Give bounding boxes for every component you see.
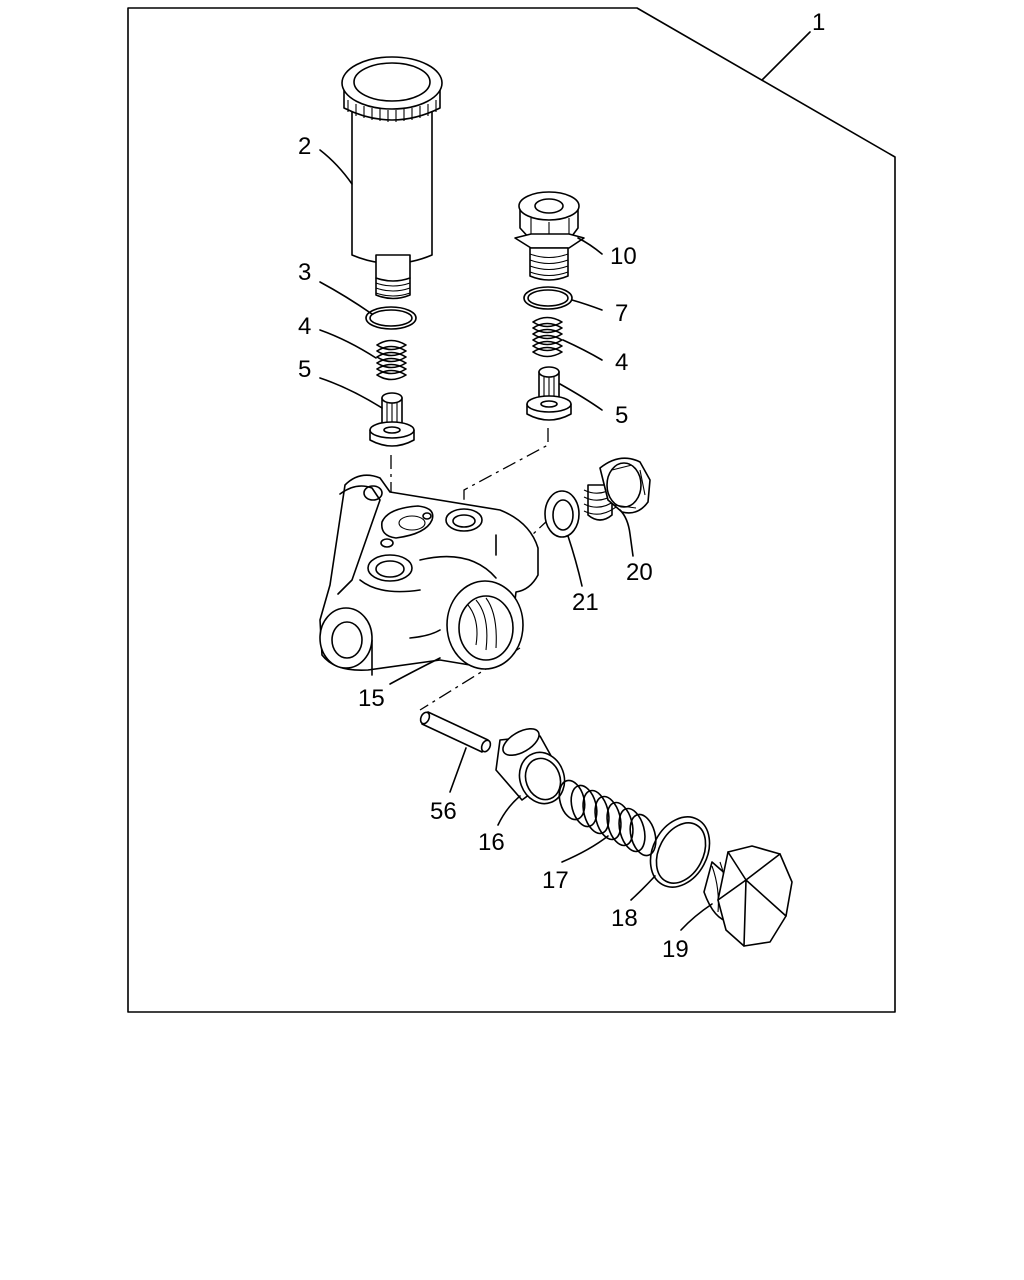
callout-5-right: 5	[615, 402, 628, 429]
callout-10: 10	[610, 243, 637, 270]
callout-1: 1	[812, 9, 825, 36]
o-ring-right-part	[523, 286, 573, 310]
spring-large-part	[558, 779, 657, 857]
callout-19: 19	[662, 936, 689, 963]
gasket-large-part	[649, 816, 711, 888]
sleeve-part	[495, 727, 566, 805]
callout-21: 21	[572, 589, 599, 616]
diagram-frame	[127, 7, 896, 1013]
spring-left-part	[376, 339, 407, 381]
callout-18: 18	[611, 905, 638, 932]
callout-56: 56	[430, 798, 457, 825]
assembly-line-right	[463, 428, 549, 510]
leader-lines	[319, 31, 811, 931]
callout-15: 15	[358, 685, 385, 712]
washer-small-part	[544, 490, 580, 538]
spring-right-part	[532, 316, 563, 358]
callout-4-left: 4	[298, 313, 311, 340]
callout-2: 2	[298, 133, 311, 160]
o-ring-left-part	[365, 306, 417, 330]
valve-left-part	[369, 392, 415, 447]
primer-pump-part	[341, 56, 443, 300]
valve-right-part	[526, 366, 572, 421]
callout-20: 20	[626, 559, 653, 586]
callout-4-right: 4	[615, 349, 628, 376]
callout-5-left: 5	[298, 356, 311, 383]
callout-16: 16	[478, 829, 505, 856]
pump-body-part	[319, 474, 539, 676]
callout-17: 17	[542, 867, 569, 894]
pin-part	[419, 711, 492, 753]
callout-3: 3	[298, 259, 311, 286]
plug-large-part	[703, 845, 793, 947]
fitting-part	[514, 191, 585, 281]
callout-7: 7	[615, 300, 628, 327]
plug-small-part	[583, 457, 651, 521]
